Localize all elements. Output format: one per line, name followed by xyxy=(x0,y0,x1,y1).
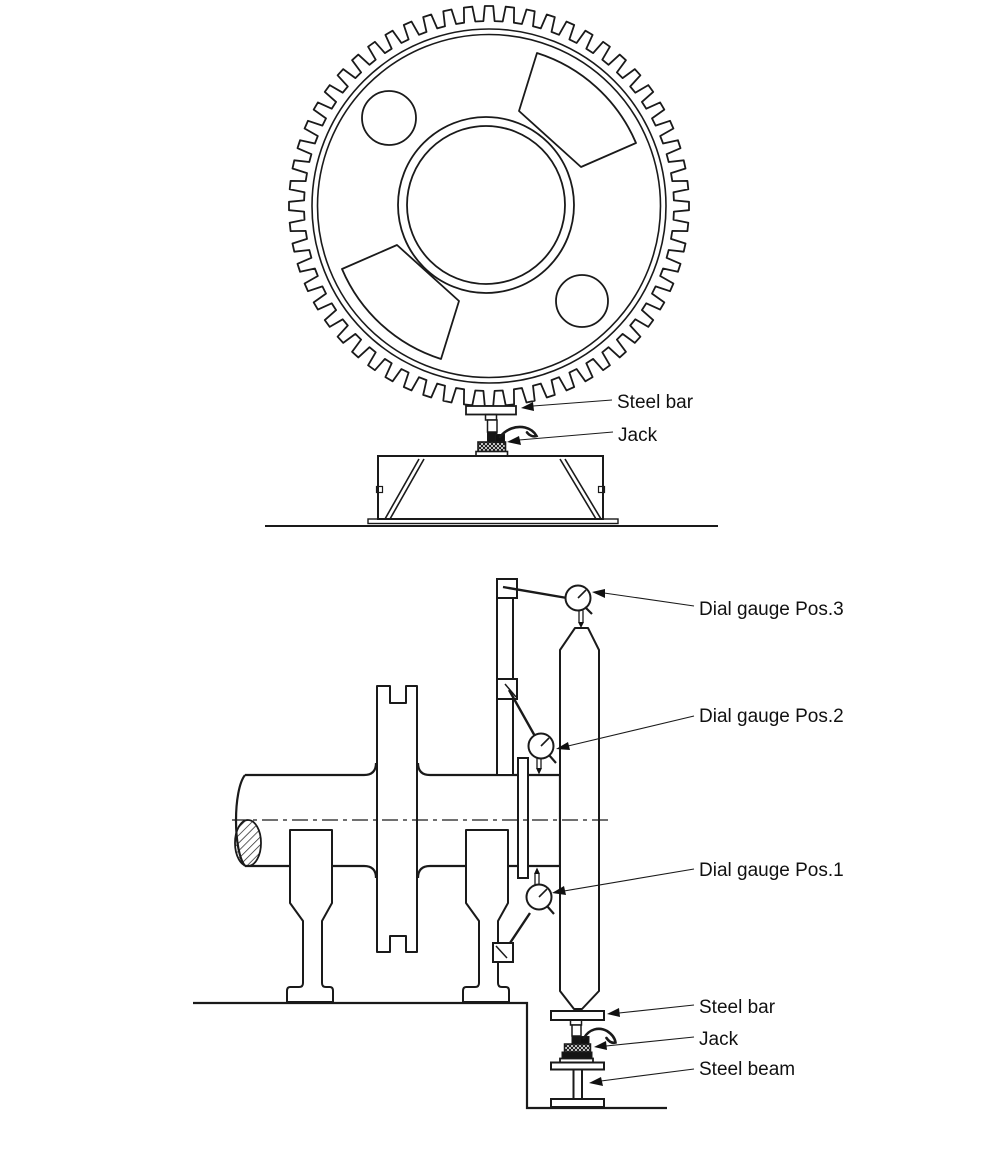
leader-arrow-bottom-jack xyxy=(594,1041,607,1050)
support-stand xyxy=(367,455,619,525)
shaft-top-line-right xyxy=(416,762,560,777)
gauge3-needle xyxy=(577,589,587,599)
bottom-jack-handle xyxy=(582,1027,617,1045)
stand-brace-left-a xyxy=(384,458,420,520)
leader-gauge3 xyxy=(603,592,695,607)
pedestal-left xyxy=(286,829,334,1003)
post-bracket-mid xyxy=(496,678,518,700)
label-dial-gauge-pos2: Dial gauge Pos.2 xyxy=(699,706,844,727)
vertical-steel-bar xyxy=(559,627,600,1010)
leader-bottom-jack xyxy=(605,1036,695,1047)
gear-hub-outer-circle xyxy=(397,116,575,294)
shaft-bottom-line-left xyxy=(245,864,378,879)
bottom-labels: Dial gauge Pos.3 Dial gauge Pos.2 Dial g… xyxy=(552,589,844,1086)
bottom-jack-body xyxy=(561,1051,593,1059)
label-bottom-jack: Jack xyxy=(699,1029,739,1050)
stand-bolt-right xyxy=(597,485,606,494)
bracket-mid-arm xyxy=(507,689,538,739)
jack-screw xyxy=(486,419,498,433)
shaft-end-hatched-section xyxy=(234,819,262,867)
leader-arrow-gauge1 xyxy=(552,886,566,895)
center-disc xyxy=(376,685,418,953)
gauge1-lug xyxy=(546,905,555,915)
gauge2-lug xyxy=(548,754,557,764)
bottom-steel-bar xyxy=(550,1010,605,1021)
pedestal-bracket-arm xyxy=(509,912,531,944)
pedestal-bracket xyxy=(492,942,514,963)
stand-base-plate xyxy=(367,518,619,525)
stand-brace-right-a xyxy=(559,458,597,520)
gear-teeth xyxy=(288,5,690,407)
bracket-top-arm xyxy=(502,585,568,600)
dial-gauge-pos2 xyxy=(527,732,557,775)
gauge3-lug xyxy=(584,606,593,615)
leader-arrow-steel-beam xyxy=(589,1077,603,1086)
leader-steel-beam xyxy=(600,1068,695,1082)
gauge1-needle xyxy=(538,888,548,898)
gauge2-needle xyxy=(540,737,550,747)
steel-beam xyxy=(550,1061,605,1108)
stand-brace-right-b xyxy=(564,458,602,520)
gear-rim-outer-circle xyxy=(311,28,667,384)
label-top-jack: Jack xyxy=(618,425,658,446)
dial-gauge-pos3 xyxy=(564,584,593,628)
leader-arrow-gauge2 xyxy=(556,742,570,750)
beam-bottom-flange xyxy=(550,1098,605,1108)
label-dial-gauge-pos1: Dial gauge Pos.1 xyxy=(699,860,844,881)
dial-gauge-pos1 xyxy=(525,867,555,915)
stand-brace-left-b xyxy=(389,458,425,520)
bottom-jack xyxy=(559,1019,617,1064)
top-labels: Steel bar Jack xyxy=(507,392,694,446)
label-dial-gauge-pos3: Dial gauge Pos.3 xyxy=(699,599,844,620)
gear-balance-slot-lower-left xyxy=(341,244,460,360)
top-steel-bar xyxy=(465,405,517,416)
shaft-bottom-line-right xyxy=(416,864,560,879)
pedestal-right xyxy=(462,829,510,1003)
beam-top-flange xyxy=(550,1061,605,1071)
gear-lightening-hole-upper-left xyxy=(361,90,417,146)
leader-arrow-bottom-steel-bar xyxy=(607,1008,620,1017)
top-jack xyxy=(475,413,539,457)
leader-arrow-jack xyxy=(507,436,521,445)
leader-gauge2 xyxy=(567,715,695,747)
leader-gauge1 xyxy=(563,868,695,892)
gauge3-probe-tip xyxy=(578,622,584,628)
bottom-jack-collar xyxy=(563,1043,592,1053)
gear-hub-bore-circle xyxy=(406,125,566,285)
jack-handle xyxy=(498,425,539,439)
pedestal-bracket-tick xyxy=(495,945,508,959)
jack-body xyxy=(477,441,507,453)
stand-bolt-left xyxy=(375,485,384,494)
bottom-figure: Dial gauge Pos.3 Dial gauge Pos.2 Dial g… xyxy=(193,578,844,1110)
top-figure: Steel bar Jack xyxy=(265,5,718,527)
shaft-top-line-left xyxy=(245,762,378,777)
label-top-steel-bar: Steel bar xyxy=(617,392,694,413)
gauge1-probe-tip xyxy=(534,867,540,874)
leader-arrow-steel-bar xyxy=(521,402,534,411)
leader-steel-bar xyxy=(532,399,613,407)
leader-jack xyxy=(518,431,614,441)
gauge-post xyxy=(496,578,514,776)
leader-bottom-steel-bar xyxy=(618,1004,695,1014)
gauge2-probe-tip xyxy=(536,768,542,775)
bottom-jack-screw xyxy=(571,1024,582,1037)
gear-balance-slot-upper-right xyxy=(518,52,637,168)
label-bottom-steel-bar: Steel bar xyxy=(699,997,776,1018)
gear-lightening-hole-lower-right xyxy=(555,274,609,328)
gear-rim-inner-circle xyxy=(316,33,662,379)
label-steel-beam: Steel beam xyxy=(699,1059,795,1080)
leader-arrow-gauge3 xyxy=(592,589,605,598)
flange-plate xyxy=(517,757,529,879)
